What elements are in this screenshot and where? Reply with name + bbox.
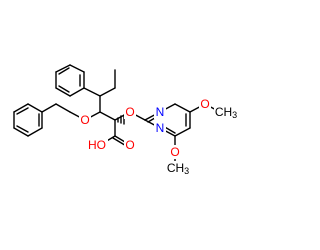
svg-text:CH3: CH3: [215, 105, 237, 120]
chemical-structure-diagram: O O N N O CH3 O: [13, 64, 240, 177]
bond-layer: [13, 64, 221, 169]
methoxy-methyl-top: CH3: [214, 105, 240, 121]
pyrimidine-nitrogen-top-atom: N: [154, 105, 166, 119]
ether-oxygen-atom: O: [124, 105, 136, 119]
atom-label-layer: O O N N O CH3 O: [79, 97, 240, 177]
methoxy-methyl-top-subscript: 3: [232, 110, 237, 120]
top-phenyl-ring: [55, 64, 85, 97]
methoxy-methyl-bottom-ch: CH: [167, 161, 184, 175]
hydroxyl-label: HO: [88, 138, 106, 152]
methoxy-methyl-bottom: CH3: [165, 161, 191, 177]
methoxy-oxygen-bottom-label: O: [170, 145, 179, 159]
carbonyl-oxygen-label: O: [125, 138, 134, 152]
phenoxy-oxygen-atom: O: [79, 113, 91, 127]
methoxy-oxygen-top-label: O: [200, 97, 209, 111]
methoxy-methyl-bottom-subscript: 3: [184, 166, 189, 176]
carbonyl-oxygen-atom: O: [124, 138, 136, 152]
pyrimidine-ring: [144, 103, 191, 137]
pyrimidine-nitrogen-bottom-atom: N: [154, 121, 166, 135]
pyrimidine-nitrogen-bottom-label: N: [156, 121, 165, 135]
pyrimidine-nitrogen-top-label: N: [156, 105, 165, 119]
svg-text:CH3: CH3: [167, 161, 189, 176]
hydroxyl-group: HO: [86, 138, 108, 152]
lower-phenyl-ring: [13, 103, 71, 137]
methoxy-oxygen-bottom-atom: O: [169, 145, 181, 159]
methoxy-oxygen-top-atom: O: [199, 97, 211, 111]
phenoxy-oxygen-label: O: [80, 113, 89, 127]
ether-oxygen-label: O: [125, 105, 134, 119]
quaternary-carbon-bonds: [83, 69, 116, 121]
methoxy-methyl-top-ch: CH: [215, 105, 232, 119]
